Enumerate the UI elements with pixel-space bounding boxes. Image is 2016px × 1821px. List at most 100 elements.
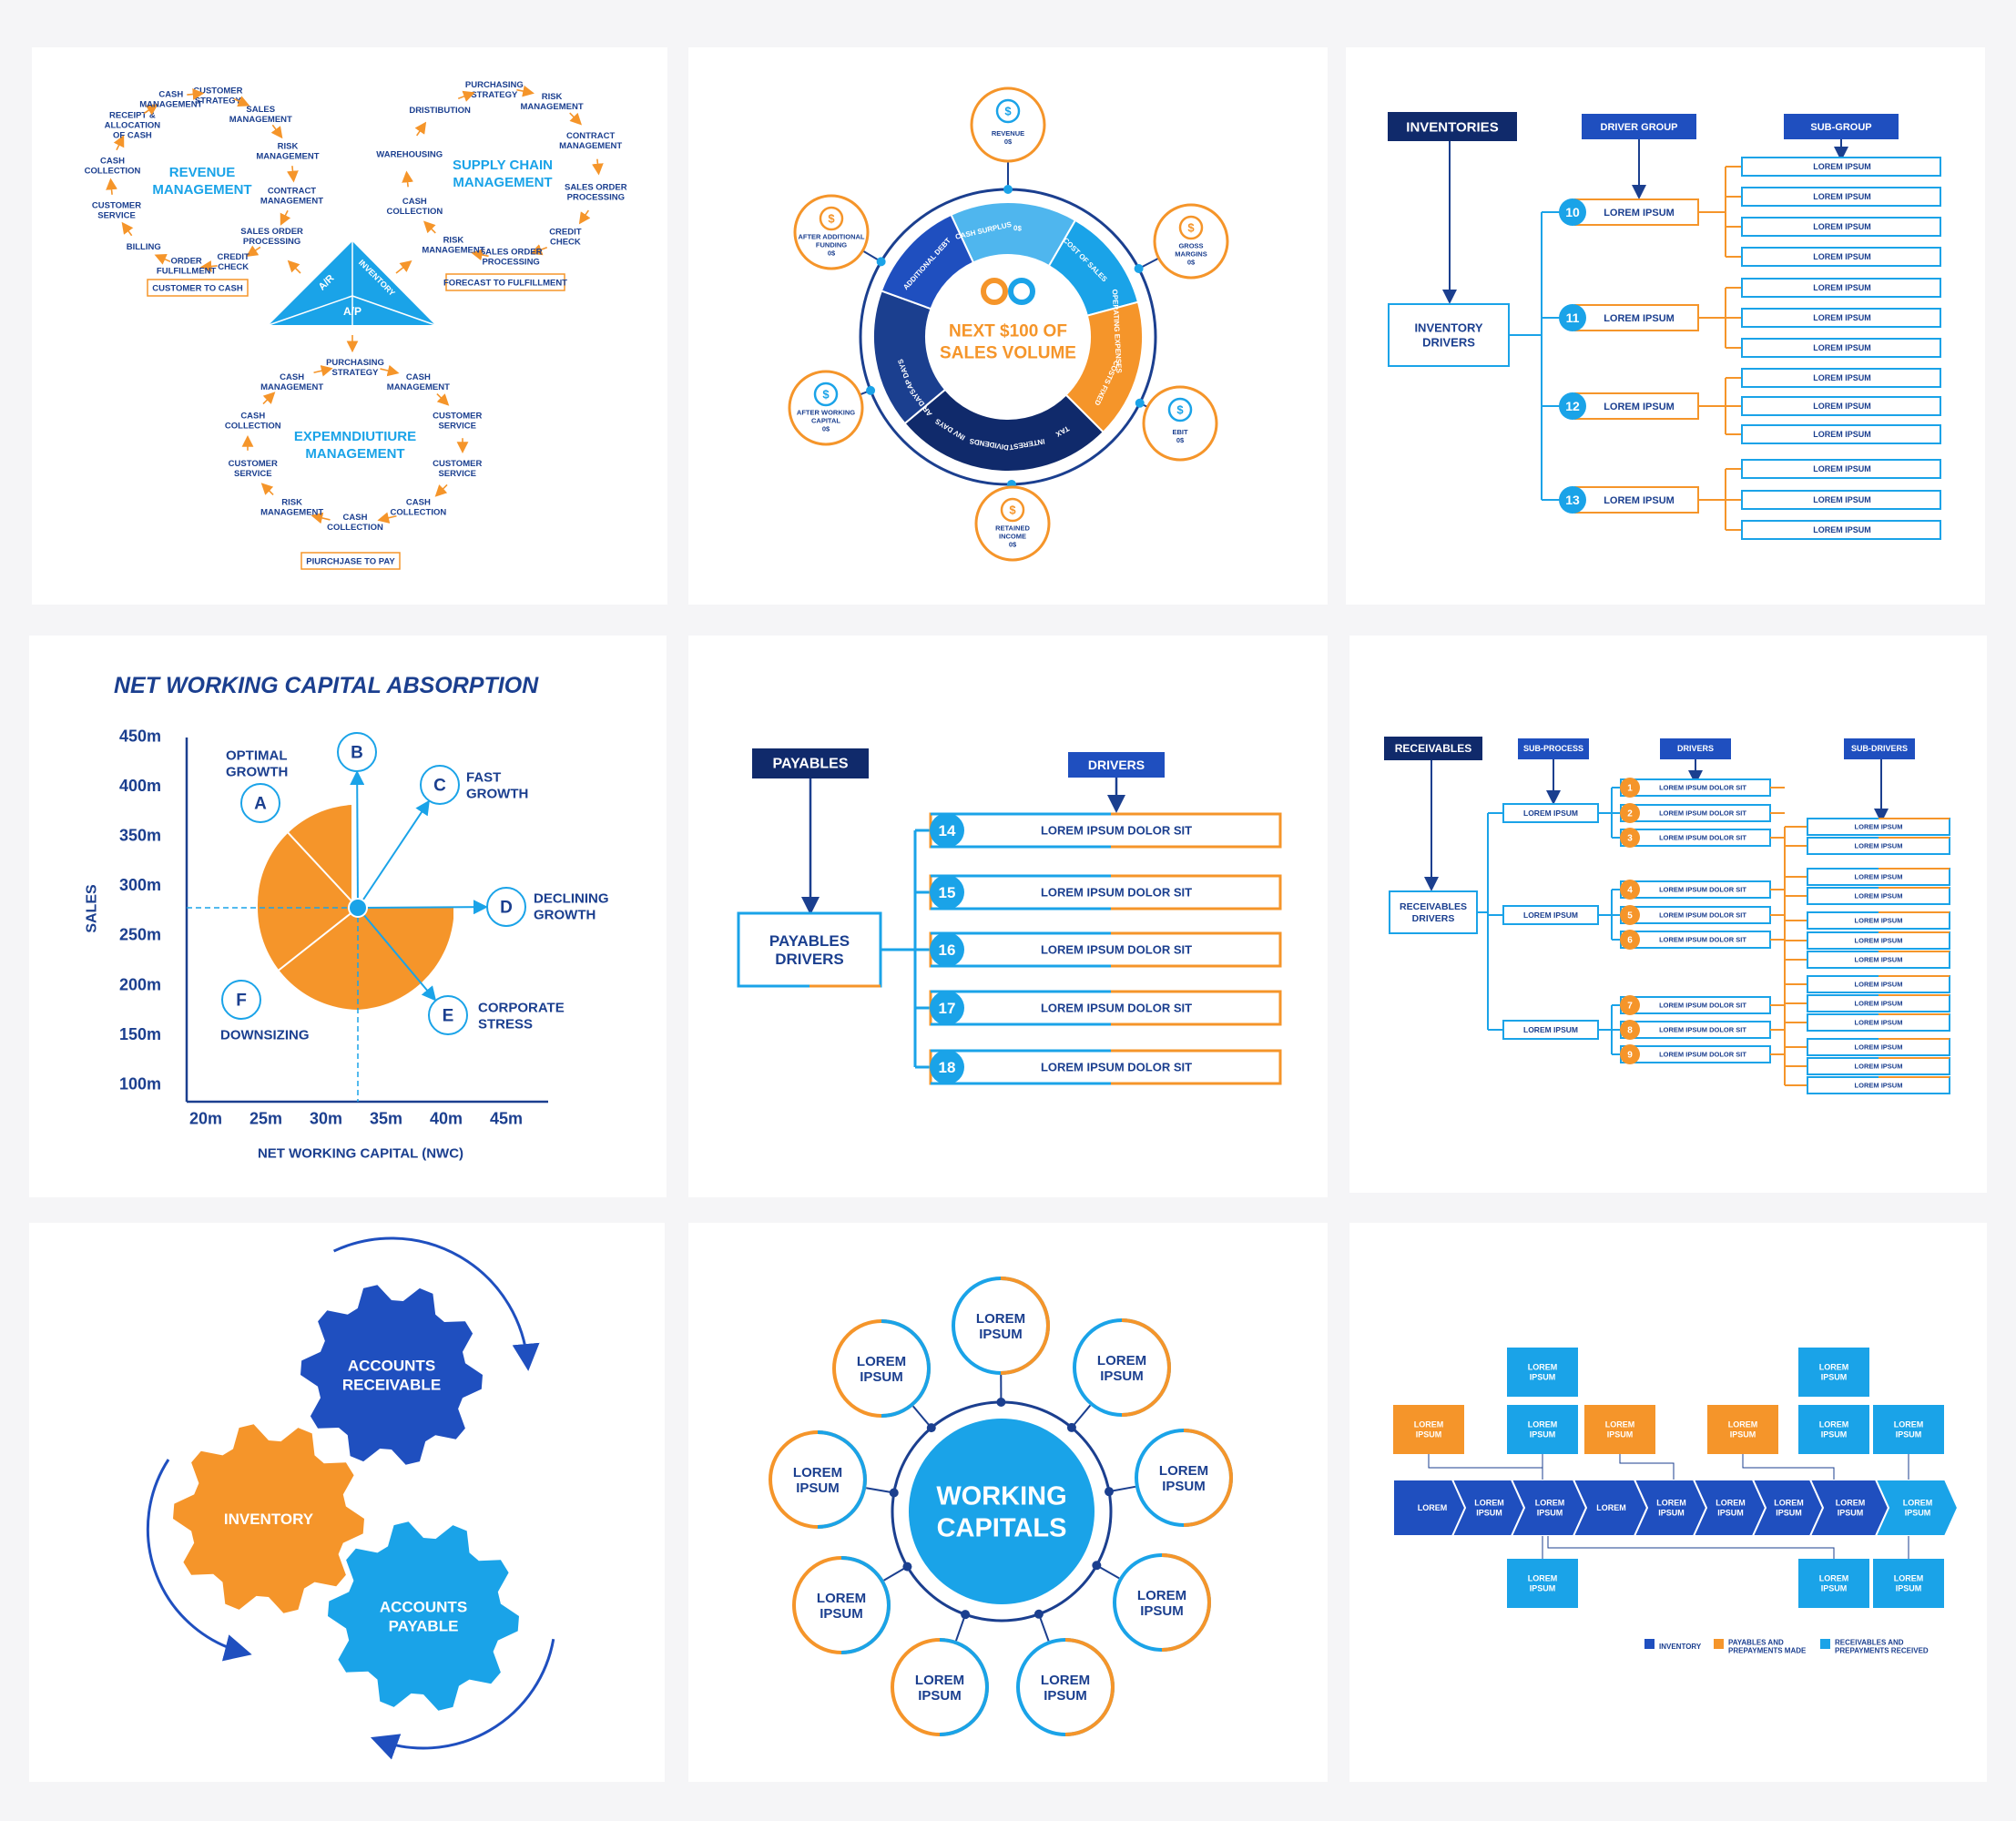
box-connector	[1742, 1454, 1835, 1480]
label-line: LOREM	[793, 1465, 842, 1480]
customer-to-cash-tag	[147, 279, 249, 297]
node-half-ring	[881, 1319, 931, 1418]
driver-number-badge	[1620, 880, 1640, 900]
panel-cycles	[32, 47, 667, 605]
payables-header-text: PAYABLES	[773, 757, 849, 772]
payable-number-badge	[930, 991, 964, 1025]
sub-group-box	[1741, 424, 1941, 444]
node-dot	[1134, 263, 1144, 273]
payable-label: LOREM IPSUM DOLOR SIT	[1041, 943, 1192, 957]
driver-number-badge	[1620, 828, 1640, 848]
label-line: 35m	[370, 1109, 402, 1127]
vector-arrow	[274, 818, 359, 909]
flow-chevron-label: LOREM	[1418, 1503, 1448, 1512]
lorem-box	[1507, 1405, 1578, 1454]
label-line: IPSUM	[1530, 1430, 1556, 1440]
inventory-gear-label: INVENTORY	[224, 1511, 314, 1528]
sub-driver-label: LOREM IPSUM	[1855, 842, 1903, 850]
label-line: LOREM IPSUM	[1813, 343, 1871, 352]
scenario-letter: F	[236, 992, 247, 1011]
label-line: LOREM	[1414, 1420, 1444, 1429]
driver-number: 13	[1565, 493, 1580, 507]
label-line: ORDER	[170, 256, 201, 266]
label-line: CUSTOMER	[229, 459, 278, 469]
driver-number-badge	[1620, 803, 1640, 823]
label-line: LOREM IPSUM	[1813, 283, 1871, 292]
driver-label: LOREM IPSUM	[1604, 313, 1675, 324]
dollar-icon-glyph: $	[1176, 403, 1184, 417]
cycle-arrow	[199, 260, 218, 272]
cycle-arrow	[436, 392, 450, 406]
payable-number-badge	[930, 875, 964, 910]
sub-driver-label: LOREM IPSUM	[1855, 1000, 1903, 1008]
label-line: OPTIMAL	[226, 748, 288, 763]
driver-number-badge	[1620, 1020, 1640, 1040]
cycle-arrow	[434, 483, 448, 497]
scenario-marker	[240, 783, 280, 823]
nwc-absorption-chart: NET WORKING CAPITAL ABSORPTION450m400m35…	[85, 673, 609, 1162]
label-line: CASH	[406, 372, 431, 382]
label-line: LOREM IPSUM	[1523, 910, 1578, 920]
label-line: LOREM IPSUM	[1813, 192, 1871, 201]
label-line: LOREM IPSUM	[1855, 1019, 1903, 1027]
label-line: PURCHASING	[465, 80, 524, 90]
origin-point	[348, 898, 368, 918]
label-line: NET WORKING CAPITAL (NWC)	[258, 1145, 463, 1161]
label-line: COLLECTION	[327, 523, 383, 533]
scenario-marker	[428, 995, 468, 1035]
node-connector	[955, 1613, 967, 1642]
driver-label: LOREM IPSUM	[1604, 495, 1675, 506]
label-line: DRIVERS	[1412, 913, 1455, 924]
cycle-arrow	[143, 104, 158, 116]
driver-number: 11	[1566, 310, 1580, 325]
label-line: LOREM IPSUM DOLOR SIT	[1041, 1002, 1192, 1015]
sub-group-box	[1741, 396, 1941, 416]
cycle-arrow	[121, 221, 134, 237]
label-line: DRIVERS	[775, 951, 844, 968]
sub-group-header	[1784, 114, 1899, 139]
rotation-arrow	[332, 1236, 540, 1371]
label-line: CUSTOMER	[193, 86, 242, 96]
label-line: 40m	[430, 1109, 463, 1127]
driver-number: 5	[1627, 911, 1633, 921]
driver-number: 2	[1627, 809, 1633, 819]
label-line: SALES ORDER	[565, 183, 627, 193]
label-line: LOREM	[1819, 1420, 1849, 1429]
wheel-node	[970, 86, 1046, 163]
y-tick-label: 450m	[119, 727, 161, 745]
payable-driver-box	[929, 931, 1282, 968]
label-line: 7	[1627, 1002, 1633, 1012]
legend-swatch	[1644, 1639, 1655, 1649]
label-line: LOREM IPSUM	[1855, 892, 1903, 900]
label-line: FULFILLMENT	[157, 266, 217, 276]
sub-group-box	[1741, 187, 1941, 207]
label-line: CHECK	[218, 262, 249, 272]
driver-number: 6	[1627, 936, 1633, 946]
label-line: CUSTOMER	[433, 412, 482, 422]
label-line: IPSUM	[820, 1606, 863, 1622]
label-line: SALES	[85, 884, 100, 933]
scenario-marker	[420, 765, 460, 805]
sub-driver-label: LOREM IPSUM	[1855, 917, 1903, 925]
label-line: LOREM	[1159, 1463, 1208, 1479]
label-line: DRIVERS	[1422, 336, 1475, 350]
label-line: IPSUM	[1717, 1509, 1744, 1518]
label-line: LOREM IPSUM	[1604, 495, 1675, 506]
label-line: IPSUM	[1140, 1603, 1184, 1619]
